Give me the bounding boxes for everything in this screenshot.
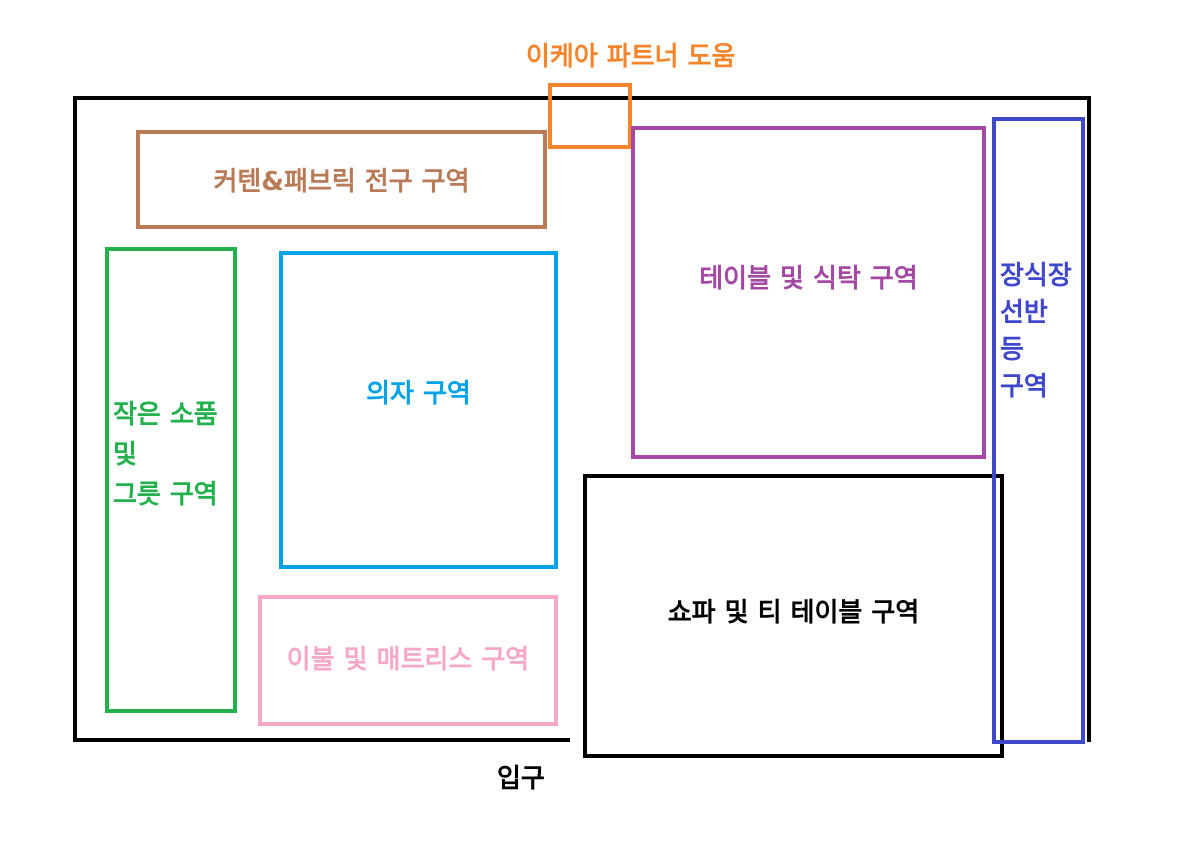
bedding-zone: 이불 및 매트리스 구역	[258, 595, 558, 726]
store-outline-top	[73, 96, 1091, 100]
chair-zone: 의자 구역	[279, 251, 558, 569]
partner-help-zone	[548, 83, 632, 149]
chair-label: 의자 구역	[366, 379, 471, 409]
small-goods-label: 작은 소품 및 그릇 구역	[113, 400, 218, 510]
sofa-zone: 쇼파 및 티 테이블 구역	[583, 474, 1004, 758]
entrance-label: 입구	[497, 764, 545, 794]
partner-help-label: 이케아 파트너 도움	[526, 42, 736, 72]
table-dining-zone: 테이블 및 식탁 구역	[631, 126, 986, 459]
bedding-label: 이불 및 매트리스 구역	[286, 645, 530, 675]
sofa-label: 쇼파 및 티 테이블 구역	[667, 598, 920, 628]
table-dining-label: 테이블 및 식탁 구역	[699, 264, 918, 294]
small-goods-zone: 작은 소품 및 그릇 구역	[105, 247, 237, 713]
curtain-fabric-label: 커텐&패브릭 전구 구역	[213, 167, 470, 197]
storage-label: 장식장 선반 등 구역	[1000, 261, 1072, 402]
curtain-fabric-zone: 커텐&패브릭 전구 구역	[136, 130, 547, 229]
storage-zone: 장식장 선반 등 구역	[992, 117, 1085, 744]
store-outline-left	[73, 96, 77, 742]
store-outline-bottom	[73, 738, 570, 742]
store-outline-right	[1087, 96, 1091, 742]
